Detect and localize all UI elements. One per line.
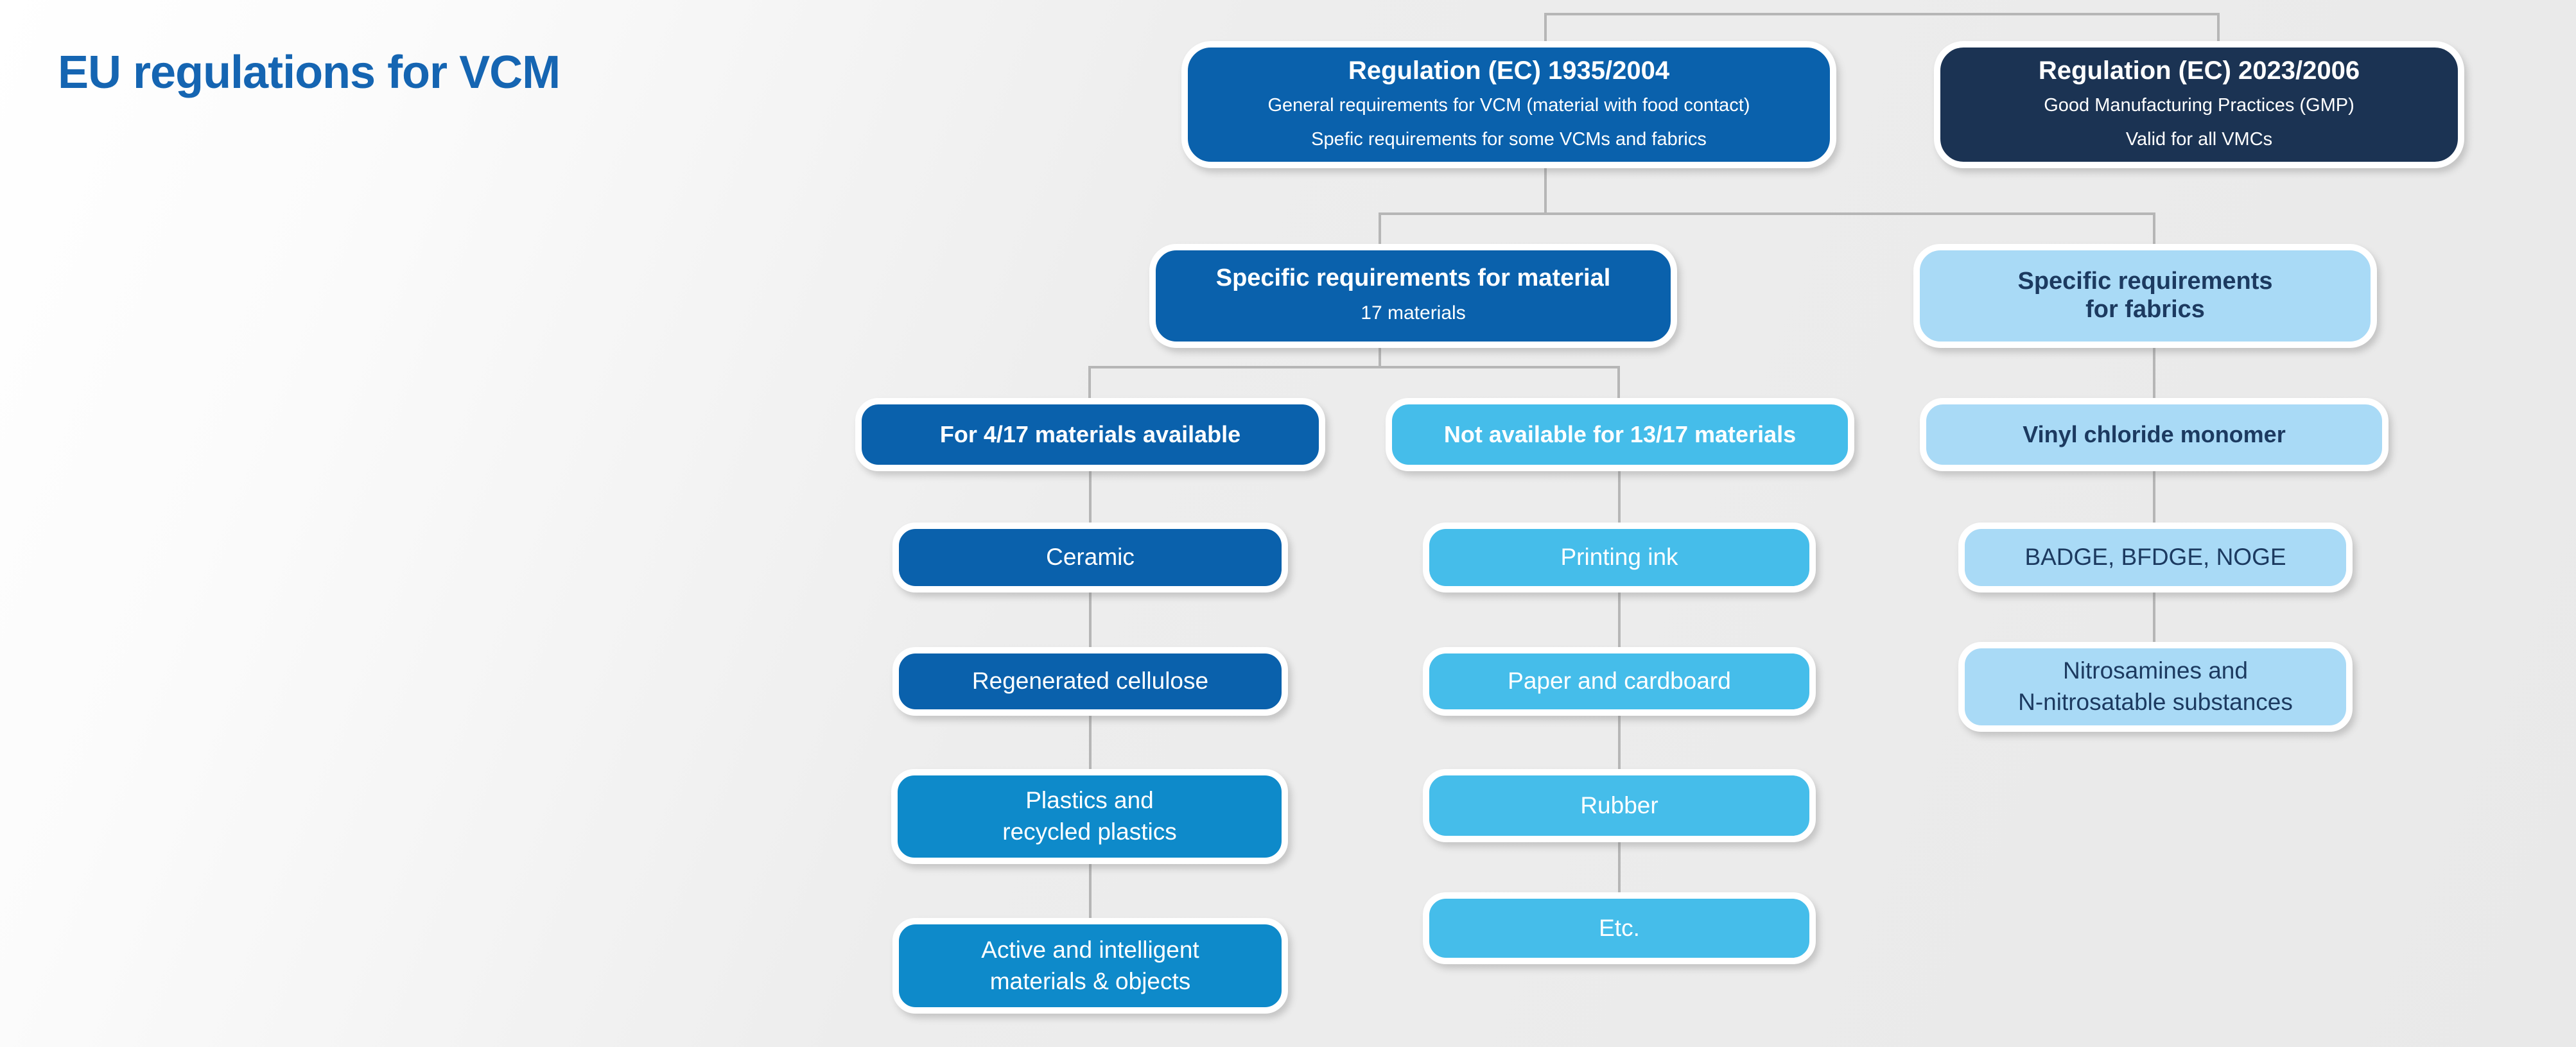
connector-level3-bracket: [1088, 366, 1620, 368]
connector-left-1: [1089, 463, 1092, 530]
connector-material-down: [1379, 339, 1381, 368]
connector-right-3: [2153, 585, 2155, 646]
node-nitrosamines: Nitrosamines and N-nitrosatable substanc…: [1958, 642, 2353, 732]
connector-material-drop: [1379, 212, 1381, 252]
node-label: Nitrosamines and N-nitrosatable substanc…: [2018, 657, 2293, 715]
node-label: Rubber: [1580, 792, 1658, 818]
node-specific-requirements-material: Specific requirements for material 17 ma…: [1149, 244, 1677, 348]
node-specific-requirements-fabrics: Specific requirements for fabrics: [1913, 244, 2377, 348]
node-label: Active and intelligent materials & objec…: [981, 936, 1199, 994]
node-label: Paper and cardboard: [1508, 668, 1731, 695]
node-label: Plastics and recycled plastics: [1002, 787, 1177, 845]
connector-top-left-drop: [1544, 13, 1547, 50]
node-title: Regulation (EC) 2023/2006: [2038, 56, 2360, 85]
connector-reg1-down: [1544, 160, 1547, 215]
connector-left-4: [1089, 856, 1092, 926]
node-regulation-2023-2006: Regulation (EC) 2023/2006 Good Manufactu…: [1934, 41, 2464, 168]
connector-level2-bracket: [1379, 212, 2155, 215]
node-printing-ink: Printing ink: [1423, 523, 1816, 593]
connector-right-1: [2153, 339, 2155, 406]
node-title: Regulation (EC) 1935/2004: [1348, 56, 1670, 85]
node-subtitle: Valid for all VMCs: [2125, 129, 2273, 150]
node-paper-cardboard: Paper and cardboard: [1423, 647, 1816, 716]
node-subtitle: Spefic requirements for some VCMs and fa…: [1311, 129, 1707, 150]
connector-left-3: [1089, 708, 1092, 777]
connector-mid-4: [1618, 835, 1621, 900]
node-ceramic: Ceramic: [892, 523, 1288, 593]
node-label: Etc.: [1599, 914, 1640, 941]
node-label: Printing ink: [1560, 544, 1678, 571]
connector-top-bracket: [1545, 13, 2220, 15]
node-title: Specific requirements for material: [1215, 264, 1611, 291]
node-regulation-1935-2004: Regulation (EC) 1935/2004 General requir…: [1181, 41, 1836, 168]
node-label: Not available for 13/17 materials: [1443, 421, 1797, 448]
node-label: For 4/17 materials available: [939, 421, 1241, 448]
node-not-available-13-17: Not available for 13/17 materials: [1386, 398, 1854, 471]
node-label: Regenerated cellulose: [971, 668, 1209, 695]
connector-fabrics-drop: [2153, 212, 2155, 252]
connector-mid-2: [1618, 585, 1621, 655]
node-label: Vinyl chloride monomer: [2023, 421, 2286, 448]
connector-mid-1: [1618, 463, 1621, 530]
node-rubber: Rubber: [1423, 769, 1816, 842]
connector-top-right-drop: [2217, 13, 2220, 50]
node-subtitle: 17 materials: [1361, 302, 1466, 324]
node-label: Ceramic: [1046, 544, 1135, 571]
page-title: EU regulations for VCM: [58, 47, 561, 98]
node-subtitle: General requirements for VCM (material w…: [1267, 94, 1750, 116]
node-vinyl-chloride-monomer: Vinyl chloride monomer: [1920, 398, 2389, 471]
connector-left-2: [1089, 585, 1092, 655]
node-plastics-recycled: Plastics and recycled plastics: [891, 769, 1288, 864]
node-title: Specific requirements for fabrics: [2017, 268, 2273, 323]
node-badge-bfdge-noge: BADGE, BFDGE, NOGE: [1958, 523, 2353, 593]
node-label: BADGE, BFDGE, NOGE: [2024, 544, 2286, 571]
connector-notavailable-drop: [1617, 366, 1620, 406]
connector-mid-3: [1618, 708, 1621, 777]
node-etc: Etc.: [1423, 892, 1816, 964]
node-regenerated-cellulose: Regenerated cellulose: [892, 647, 1288, 716]
node-subtitle: Good Manufacturing Practices (GMP): [2044, 94, 2354, 116]
node-active-intelligent: Active and intelligent materials & objec…: [892, 918, 1288, 1014]
node-for-4-17-materials: For 4/17 materials available: [855, 398, 1325, 471]
connector-right-2: [2153, 463, 2155, 530]
connector-available-drop: [1088, 366, 1091, 406]
